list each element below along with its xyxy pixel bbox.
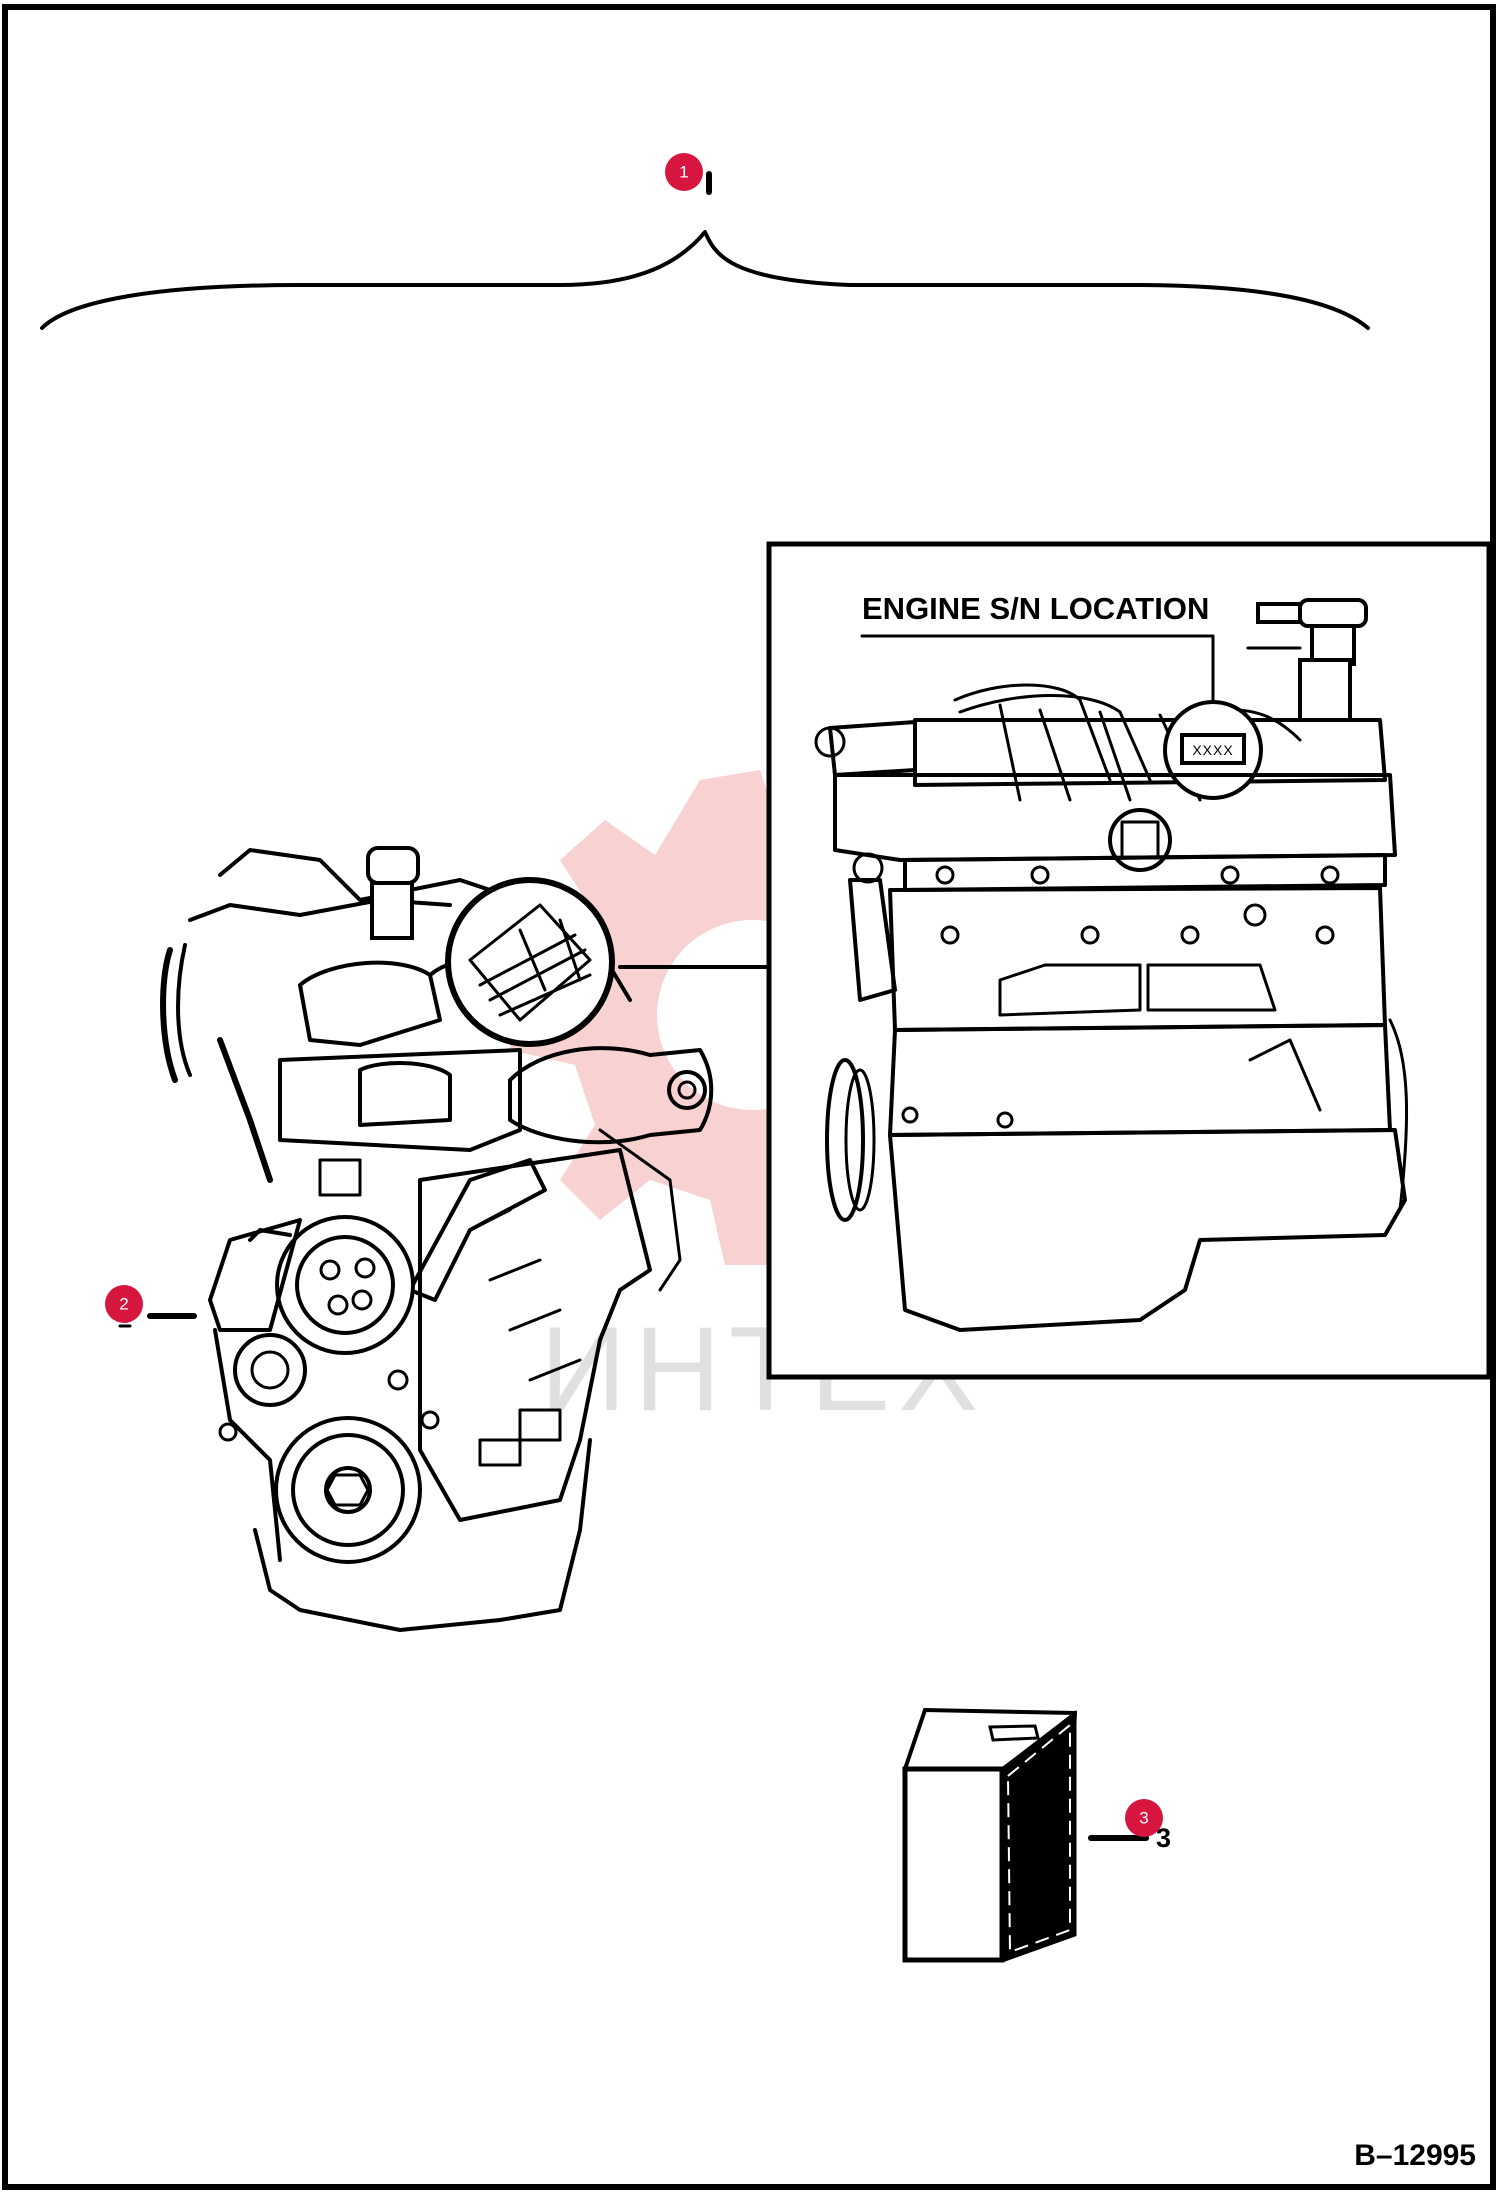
svg-text:2: 2 — [119, 1295, 128, 1314]
engine-sn-inset: ENGINE S/N LOCATION XXXX — [766, 541, 1492, 1380]
item-3-box-drawing — [902, 1707, 1078, 1963]
svg-text:3: 3 — [1139, 1809, 1148, 1828]
callout-badge-3[interactable]: 3 — [1125, 1799, 1163, 1837]
svg-text:1: 1 — [679, 163, 688, 182]
engine-sn-location-label: ENGINE S/N LOCATION — [862, 591, 1209, 626]
engine-assembly-drawing — [160, 846, 714, 1632]
serial-number-plate: XXXX — [1192, 742, 1233, 758]
page-frame — [2, 4, 1496, 2190]
assembly-brace — [40, 230, 1370, 330]
callout-badge-2[interactable]: 2 — [105, 1285, 143, 1323]
sn-magnifier-circle — [445, 877, 615, 1047]
sn-label-leader — [860, 634, 1215, 707]
drawing-number: B–12995 — [1354, 2139, 1476, 2172]
item-3-reference-number: 3 — [1156, 1823, 1171, 1853]
callout-badge-1[interactable]: 1 — [665, 153, 703, 191]
